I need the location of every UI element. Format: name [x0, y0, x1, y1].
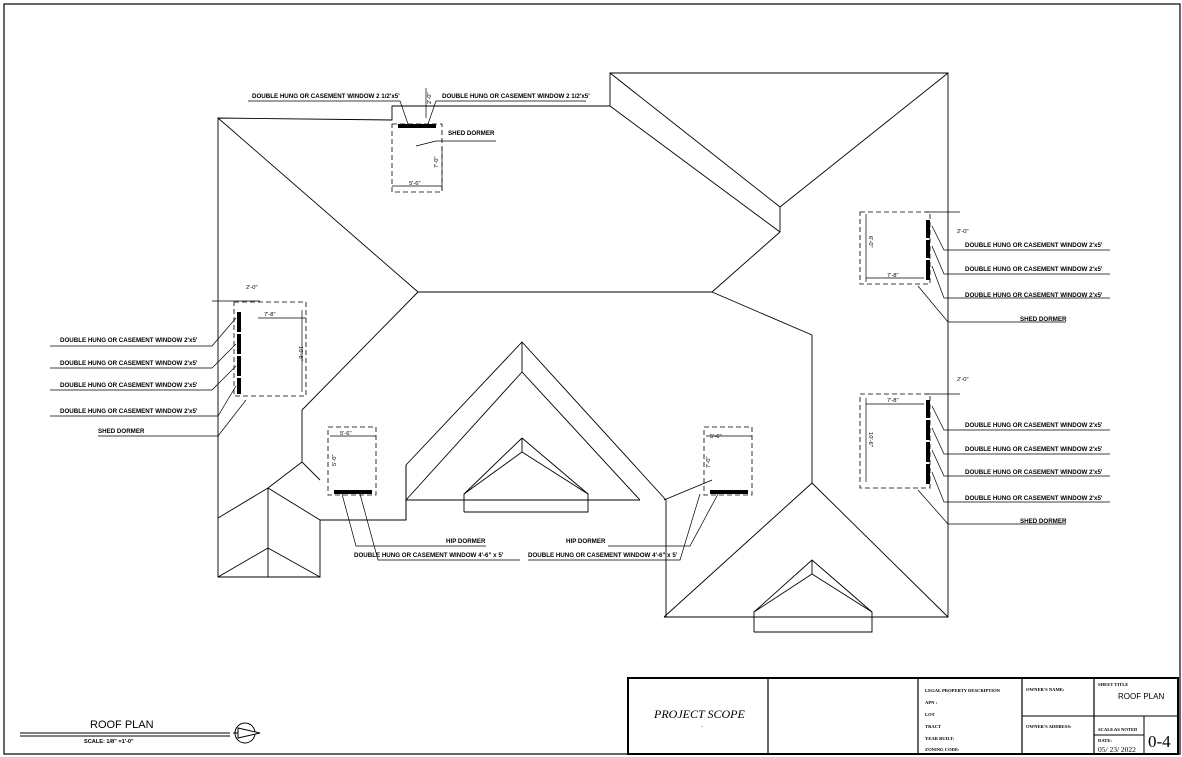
label-right-lower-window-4: DOUBLE HUNG OR CASEMENT WINDOW 2'x5' [965, 495, 1103, 502]
label-top-left-window: DOUBLE HUNG OR CASEMENT WINDOW 2 1/2'x5' [252, 93, 400, 100]
label-left-hip-window: DOUBLE HUNG OR CASEMENT WINDOW 4'-6" x 5… [354, 552, 504, 559]
dim-right-upper-gap: 2'-0" [957, 229, 969, 235]
project-scope-sub: - [701, 725, 703, 730]
label-right-upper-window-1: DOUBLE HUNG OR CASEMENT WINDOW 2'x5' [965, 242, 1103, 249]
north-arrow-icon [233, 722, 261, 744]
dim-right-upper-depth: 6'-0" [867, 236, 873, 248]
label-right-upper-window-2: DOUBLE HUNG OR CASEMENT WINDOW 2'x5' [965, 266, 1103, 273]
sheet-title-label: SHEET TITLE [1098, 682, 1128, 687]
dim-top-gap: 2'-0" [427, 92, 433, 104]
tract-label: TRACT [925, 724, 941, 729]
dim-top-width: 5'-6" [409, 181, 421, 187]
owners-name-label: OWNER'S NAME: [1026, 687, 1065, 692]
annotation-labels: DOUBLE HUNG OR CASEMENT WINDOW 2 1/2'x5'… [60, 93, 1103, 559]
dimension-labels: 5'-6" 7'-0" 2'-0" 2'-0" 7'-8" 10'-6" 2'-… [246, 92, 969, 468]
label-right-hip-window: DOUBLE HUNG OR CASEMENT WINDOW 4'-6" x 5… [528, 552, 678, 559]
dim-left-depth: 10'-6" [297, 346, 303, 361]
leader-lines [50, 88, 1110, 561]
date-value: 05/ 23/ 2022 [1098, 745, 1136, 754]
zoning-code-label: ZONING CODE: [925, 747, 960, 752]
apn-label: APN : [925, 700, 938, 705]
project-scope-title: PROJECT SCOPE [653, 707, 745, 721]
legal-property-description: LEGAL PROPERTY DESCRIPTION [925, 688, 1001, 693]
dim-right-hip-width: 5'-6" [710, 434, 722, 440]
drawing-title-group: ROOF PLAN SCALE: 1/8" =1'-0" [20, 719, 261, 745]
dormer-outlines [233, 123, 931, 496]
window-marks [237, 124, 930, 494]
scale-value: AS NOTED [1114, 727, 1138, 732]
drawing-title: ROOF PLAN [90, 719, 154, 731]
year-built-label: YEAR BUILT: [925, 736, 955, 741]
label-left-window-1: DOUBLE HUNG OR CASEMENT WINDOW 2'x5' [60, 337, 198, 344]
left-hip-dormer [327, 426, 377, 496]
label-left-window-2: DOUBLE HUNG OR CASEMENT WINDOW 2'x5' [60, 360, 198, 367]
label-left-shed-dormer: SHED DORMER [98, 428, 145, 435]
dim-right-hip-depth: 7'-0" [706, 456, 712, 468]
left-shed-dormer [233, 301, 307, 397]
label-right-upper-shed-dormer: SHED DORMER [1020, 316, 1067, 323]
dim-left-hip-depth: 5'-0" [332, 454, 338, 466]
dim-top-depth: 7'-0" [434, 156, 440, 168]
roof-outline [217, 72, 949, 633]
label-right-lower-window-1: DOUBLE HUNG OR CASEMENT WINDOW 2'x5' [965, 422, 1103, 429]
dim-left-hip-width: 5'-6" [340, 431, 352, 437]
dim-right-lower-width: 7'-8" [887, 398, 899, 404]
label-right-lower-window-3: DOUBLE HUNG OR CASEMENT WINDOW 2'x5' [965, 469, 1103, 476]
label-left-hip-dormer: HIP DORMER [446, 538, 486, 545]
sheet-number: 0-4 [1148, 732, 1171, 751]
label-top-shed-dormer: SHED DORMER [448, 130, 495, 137]
date-label: DATE: [1098, 738, 1112, 743]
lot-label: LOT [925, 712, 935, 717]
scale-label: SCALE: [1098, 727, 1115, 732]
label-right-lower-window-2: DOUBLE HUNG OR CASEMENT WINDOW 2'x5' [965, 446, 1103, 453]
label-top-right-window: DOUBLE HUNG OR CASEMENT WINDOW 2 1/2'x5' [442, 93, 590, 100]
sheet-title-value: ROOF PLAN [1118, 692, 1164, 701]
right-hip-dormer [703, 426, 753, 496]
label-left-window-3: DOUBLE HUNG OR CASEMENT WINDOW 2'x5' [60, 382, 198, 389]
drawing-scale: SCALE: 1/8" =1'-0" [84, 739, 134, 745]
label-left-window-4: DOUBLE HUNG OR CASEMENT WINDOW 2'x5' [60, 408, 198, 415]
dim-left-width: 7'-8" [264, 312, 276, 318]
dim-right-lower-depth: 10'-6" [867, 432, 873, 447]
dim-right-upper-width: 7'-8" [887, 273, 899, 279]
label-right-upper-window-3: DOUBLE HUNG OR CASEMENT WINDOW 2'x5' [965, 292, 1103, 299]
title-block-text: PROJECT SCOPE - LEGAL PROPERTY DESCRIPTI… [653, 682, 1171, 754]
label-right-lower-shed-dormer: SHED DORMER [1020, 518, 1067, 525]
label-right-hip-dormer: HIP DORMER [566, 538, 606, 545]
right-lower-shed-dormer [859, 393, 931, 489]
owners-address-label: OWNER'S ADDRESS: [1026, 724, 1072, 729]
sheet-border [3, 3, 1181, 755]
dim-left-gap: 2'-0" [246, 285, 258, 291]
title-block [627, 677, 1179, 755]
dim-right-lower-gap: 2'-0" [957, 377, 969, 383]
